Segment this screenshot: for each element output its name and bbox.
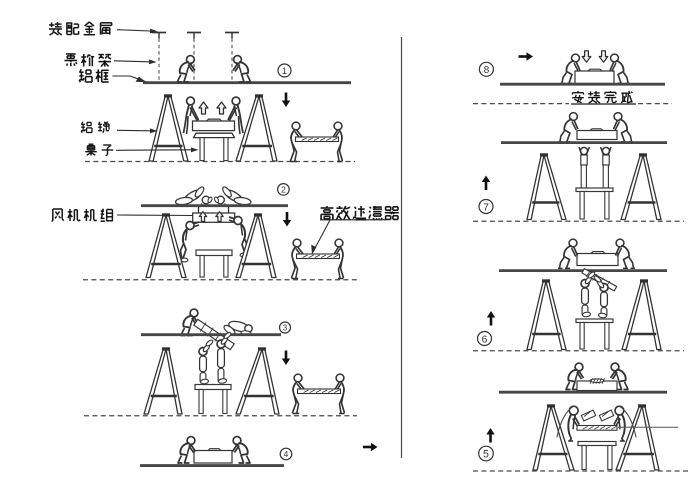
svg-text:2: 2 (281, 185, 286, 195)
svg-text:5: 5 (483, 449, 489, 461)
svg-text:6: 6 (482, 334, 488, 345)
svg-text:4: 4 (284, 449, 289, 459)
svg-text:1: 1 (282, 65, 287, 76)
svg-text:3: 3 (283, 324, 288, 333)
svg-text:8: 8 (484, 65, 490, 76)
svg-text:7: 7 (483, 202, 489, 213)
